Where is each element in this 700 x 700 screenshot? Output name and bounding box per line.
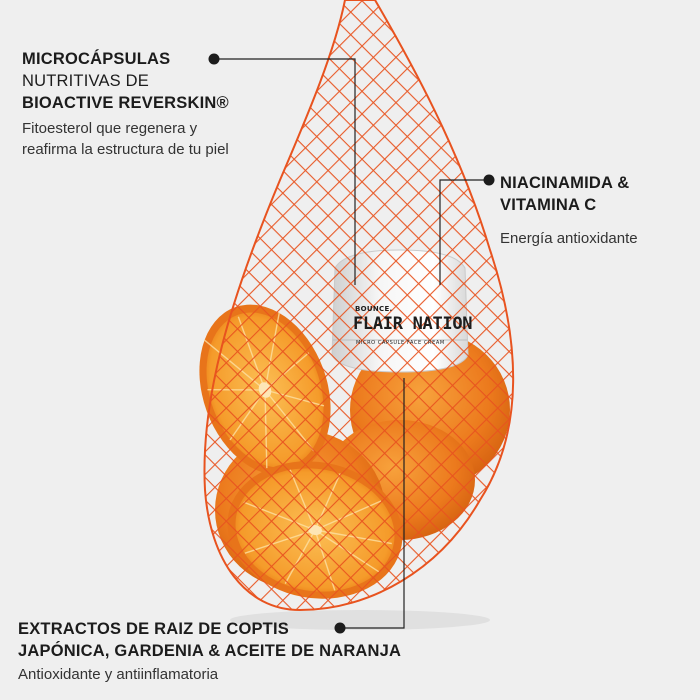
callout-description: Fitoesterol que regenera y [22, 120, 198, 137]
dot-extracts [334, 622, 346, 634]
dot-niacinamide [483, 174, 495, 186]
shadow [230, 610, 490, 630]
callout-extracts: EXTRACTOS DE RAIZ DE COPTIS JAPÓNICA, GA… [18, 618, 418, 685]
leader-line-niacinamide [439, 179, 489, 285]
callout-title-line: JAPÓNICA, GARDENIA & ACEITE DE NARANJA [18, 642, 402, 660]
callout-title-line: MICROCÁPSULAS [22, 50, 171, 68]
leader-line-microcapsules [214, 58, 356, 285]
callout-title-line: NUTRITIVAS DE [22, 72, 149, 90]
jar-subtitle: MICRO CAPSULE FACE CREAM [356, 340, 445, 346]
callout-title-line: VITAMINA C [500, 196, 597, 214]
callout-description: reafirma la estructura de tu piel [22, 141, 229, 158]
dot-microcapsules [208, 53, 220, 65]
leader-lines [214, 58, 489, 629]
leader-dots [208, 53, 495, 634]
leader-line-extracts [340, 378, 405, 629]
callout-description: Energía antioxidante [500, 230, 638, 247]
callout-microcapsules: MICROCÁPSULAS NUTRITIVAS DE BIOACTIVE RE… [22, 48, 292, 160]
callout-title-line: EXTRACTOS DE RAIZ DE COPTIS [18, 620, 289, 638]
callout-title-line: BIOACTIVE REVERSKIN® [22, 94, 229, 112]
mesh-net-bag [203, 0, 515, 612]
jar-brand: BOUNCE. [355, 305, 393, 313]
callout-description: Antioxidante y antiinflamatoria [18, 666, 219, 683]
callout-niacinamide: NIACINAMIDA & VITAMINA C Energía antioxi… [500, 172, 690, 249]
callout-title-line: NIACINAMIDA & [500, 174, 630, 192]
jar-product-name: FLAIR NATION [353, 314, 473, 334]
